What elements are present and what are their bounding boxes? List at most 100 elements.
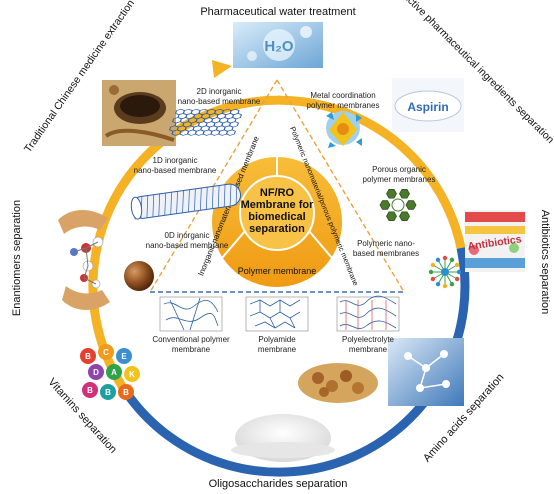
porous-hexagon [386, 189, 397, 199]
svg-text:Polyamide: Polyamide [258, 335, 296, 344]
label-0d-inorganic: 0D inorganic nano-based membrane [146, 231, 229, 250]
nanosphere [124, 261, 154, 291]
vitamin-ball [118, 384, 134, 400]
center-title-3: biomedical [248, 211, 305, 223]
vitamin-letter: K [129, 370, 135, 379]
svg-text:nano-based membrane: nano-based membrane [146, 241, 229, 250]
graphene-cell [225, 129, 236, 136]
center-title-1: NF/RO [260, 187, 295, 199]
vitamin-letter: E [121, 352, 127, 361]
svg-text:0D inorganic: 0D inorganic [165, 231, 210, 240]
porous-hexagon [405, 200, 417, 210]
label-porous-organic: Porous organic polymer membranes [363, 165, 436, 184]
ring-arrow-head [212, 60, 232, 78]
svg-text:1D inorganic: 1D inorganic [153, 156, 198, 165]
nanotube-line [152, 194, 155, 218]
porous-hexagon [379, 200, 391, 210]
svg-text:Polymeric nano-: Polymeric nano- [357, 239, 415, 248]
svg-text:polymer membranes: polymer membranes [363, 175, 436, 184]
label-metal-coordination: Metal coordination polymer membranes [307, 91, 380, 110]
enantiomers-photo [58, 210, 110, 310]
tcm-photo [102, 80, 176, 146]
svg-text:Metal coordination: Metal coordination [310, 91, 375, 100]
nanotube-line [200, 187, 202, 211]
app-right-label: Antibiotics separation [539, 210, 551, 315]
porous-hexagon [399, 211, 410, 221]
beans-photo [298, 363, 378, 403]
app-bottom-label: Oligosaccharides separation [209, 478, 348, 490]
porous-organic-polymer [379, 189, 417, 221]
nanotube-line [164, 192, 166, 216]
dendrimer-node [442, 255, 448, 261]
polyamide-box [245, 296, 309, 332]
nanotube-line [235, 182, 238, 206]
aspirin-photo: Aspirin [392, 78, 464, 132]
label-polymeric-nano: Polymeric nano- based membranes [353, 239, 419, 258]
aspirin-text: Aspirin [407, 100, 448, 114]
dendrimer-node [449, 281, 455, 287]
dendrimer-node [430, 276, 436, 282]
vitamin-letter: B [105, 388, 111, 397]
vitamin-letter: A [111, 368, 117, 377]
dendrimer-node [430, 262, 436, 268]
vitamin-ball [82, 382, 98, 398]
amino-acids-photo [388, 338, 464, 406]
svg-text:based membranes: based membranes [353, 249, 419, 258]
app-left-label: Enantiomers separation [11, 200, 23, 316]
vitamin-ball [88, 364, 104, 380]
h2o-text: H₂O [264, 38, 293, 55]
dendrimer-core [441, 268, 449, 276]
vitamin-letter: B [87, 386, 93, 395]
svg-text:nano-based membrane: nano-based membrane [134, 166, 217, 175]
svg-text:Conventional polymer: Conventional polymer [152, 335, 230, 344]
nanotube-line [229, 183, 232, 207]
polyelectrolyte-box [336, 295, 400, 332]
segment-bottom-label: Polymer membrane [238, 266, 317, 276]
graphene-sheet [169, 108, 242, 136]
vitamin-letter: B [123, 388, 129, 397]
svg-text:membrane: membrane [258, 345, 297, 354]
svg-text:polymer membranes: polymer membranes [307, 101, 380, 110]
nanotube-line [205, 187, 208, 210]
svg-text:nano-based membrane: nano-based membrane [178, 97, 261, 106]
svg-text:membrane: membrane [172, 345, 211, 354]
nanotube-line [194, 188, 196, 212]
svg-text:membrane: membrane [349, 345, 388, 354]
porous-pore [391, 198, 405, 212]
label-1d-inorganic: 1D inorganic nano-based membrane [134, 156, 217, 175]
label-polyamide: Polyamide membrane [258, 335, 297, 354]
vitamin-ball [98, 344, 114, 360]
dendrimer-node [449, 257, 455, 263]
oligosaccharides-photo [231, 414, 335, 462]
vitamin-letter: C [103, 348, 109, 357]
nanotube-line [217, 185, 220, 208]
center-title-4: separation [249, 223, 305, 235]
nanotube-line [146, 195, 149, 218]
svg-text:Porous organic: Porous organic [372, 165, 426, 174]
porous-hexagon [399, 189, 410, 199]
conventional-polymer-box [159, 296, 223, 332]
dendrimer-node [454, 276, 460, 282]
center-title-2: Membrane for [241, 199, 314, 211]
dendrimer-node [442, 283, 448, 289]
vitamin-ball [124, 366, 140, 382]
label-polyelectrolyte: Polyelectrolyte membrane [342, 335, 395, 354]
vitamin-ball [106, 364, 122, 380]
dendrimer-node [435, 281, 441, 287]
dendrimer-node [435, 257, 441, 263]
metal-coordination-polymer [326, 111, 362, 148]
svg-text:2D inorganic: 2D inorganic [197, 87, 242, 96]
water-photo: H₂O [233, 22, 323, 68]
nanotube [130, 182, 242, 220]
vitamin-ball [116, 348, 132, 364]
vitamin-letter: B [85, 352, 91, 361]
nanotube-line [158, 193, 161, 217]
dendrimer-node [456, 269, 462, 275]
dendrimer-node [428, 269, 434, 275]
polymeric-nano-membrane [428, 255, 462, 289]
vitamin-ball [80, 348, 96, 364]
nanotube-line [170, 192, 172, 215]
nanotube-line [182, 190, 184, 213]
